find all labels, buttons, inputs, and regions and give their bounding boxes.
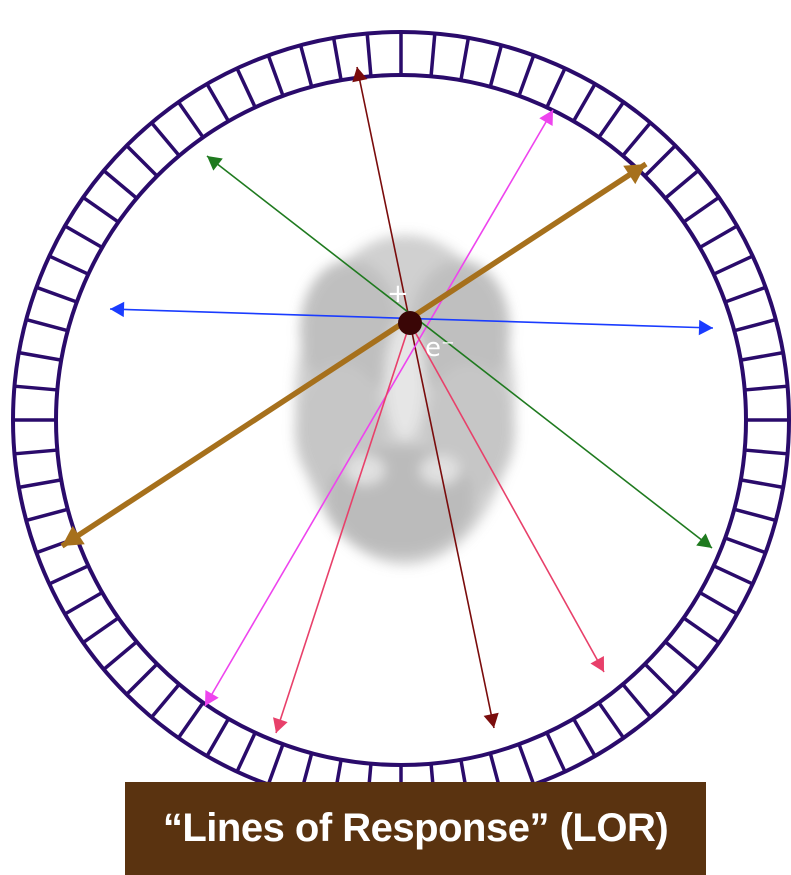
- detector-element: [266, 54, 285, 97]
- pink-red-lor-b-line: [275, 322, 411, 734]
- detector-element: [597, 101, 625, 139]
- detector-element: [429, 33, 437, 77]
- detector-element: [266, 743, 285, 786]
- detector-element: [733, 507, 777, 523]
- detector-element: [102, 169, 138, 200]
- detector-element: [365, 33, 373, 77]
- detector-element: [488, 44, 504, 88]
- detector-element: [682, 196, 720, 224]
- detector-element: [664, 640, 700, 671]
- detector-element: [331, 37, 343, 81]
- arrowhead: [539, 110, 553, 126]
- green-lor-line: [206, 155, 713, 549]
- detector-element: [621, 121, 652, 157]
- magenta-lor: [204, 109, 554, 707]
- lines-of-response: [60, 66, 714, 734]
- detector-element: [205, 83, 231, 123]
- detector-element: [571, 83, 597, 123]
- positron-label: +: [387, 279, 409, 309]
- detector-element: [125, 144, 159, 178]
- arrowhead: [698, 319, 713, 336]
- arrowhead: [623, 164, 646, 185]
- detector-element: [597, 701, 625, 739]
- gold-lor: [60, 161, 648, 549]
- detector-element: [102, 640, 138, 671]
- arrowhead: [696, 533, 712, 548]
- pink-red-lor-b: [273, 322, 411, 734]
- detector-element: [35, 285, 78, 304]
- arrowhead: [273, 717, 288, 733]
- detector-element: [18, 350, 62, 362]
- electron-label: e⁻: [425, 333, 455, 363]
- detector-element: [18, 478, 62, 490]
- detector-element: [177, 101, 205, 139]
- detector-element: [150, 121, 181, 157]
- detector-element: [712, 564, 754, 586]
- detector-element: [571, 717, 597, 757]
- caption-text: “Lines of Response” (LOR): [162, 806, 669, 850]
- pink-red-lor-line: [409, 322, 605, 673]
- arrowhead: [590, 656, 604, 672]
- detector-element: [177, 701, 205, 739]
- arrowhead: [110, 301, 125, 318]
- detector-element: [14, 448, 58, 456]
- detector-element: [724, 536, 767, 555]
- detector-element: [298, 44, 314, 88]
- detector-element: [517, 743, 536, 786]
- detector-element: [517, 54, 536, 97]
- detector-element: [82, 616, 120, 644]
- detector-element: [235, 67, 257, 109]
- green-lor: [206, 155, 713, 549]
- magenta-lor-line: [204, 109, 554, 707]
- arrowhead: [62, 525, 85, 546]
- detector-element: [235, 731, 257, 773]
- detector-element: [664, 169, 700, 200]
- detector-element: [621, 683, 652, 719]
- detector-element: [25, 507, 69, 523]
- detector-element: [150, 683, 181, 719]
- detector-element: [205, 717, 231, 757]
- detector-element: [740, 478, 784, 490]
- detector-element: [744, 384, 788, 392]
- detector-element: [545, 67, 567, 109]
- gold-lor-line: [60, 161, 648, 549]
- arrowhead: [207, 156, 223, 171]
- detector-element: [682, 616, 720, 644]
- detector-element: [698, 224, 738, 250]
- caption-banner: “Lines of Response” (LOR): [125, 782, 706, 875]
- detector-element: [733, 317, 777, 333]
- detector-element: [64, 224, 104, 250]
- detector-element: [698, 590, 738, 616]
- pink-red-lor: [409, 322, 605, 673]
- detector-element: [459, 37, 471, 81]
- arrowhead: [205, 690, 219, 706]
- detector-element: [48, 564, 90, 586]
- detector-element: [14, 384, 58, 392]
- detector-element: [744, 448, 788, 456]
- arrowhead: [483, 712, 499, 728]
- annihilation-point: [398, 311, 422, 335]
- arrowhead: [352, 67, 368, 83]
- brain-scan-image: [295, 235, 515, 565]
- detector-element: [545, 731, 567, 773]
- detector-element: [712, 254, 754, 276]
- detector-element: [125, 662, 159, 696]
- dark-red-lor: [352, 66, 499, 729]
- detector-element: [48, 254, 90, 276]
- detector-element: [643, 662, 677, 696]
- detector-element: [724, 285, 767, 304]
- detector-element: [643, 144, 677, 178]
- detector-element: [64, 590, 104, 616]
- detector-element: [25, 317, 69, 333]
- detector-element: [82, 196, 120, 224]
- dark-red-lor-line: [356, 66, 495, 729]
- detector-element: [740, 350, 784, 362]
